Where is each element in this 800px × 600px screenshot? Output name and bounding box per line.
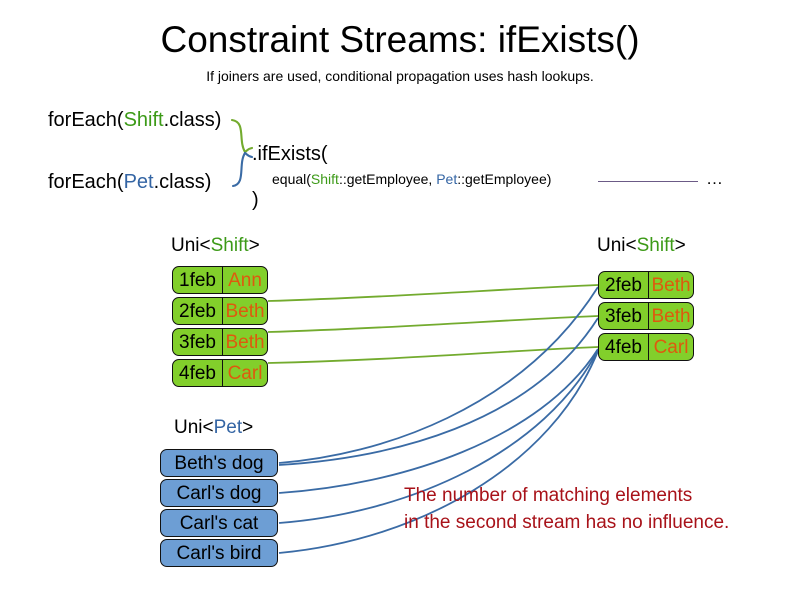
code-close-paren: ) (252, 189, 259, 211)
shift-employee: Beth (225, 331, 265, 353)
code-equal-pet-type: Pet (436, 171, 458, 187)
label-uni-suffix: > (242, 417, 254, 438)
shift-row-left[interactable]: 2feb Beth (172, 297, 268, 325)
page-subtitle: If joiners are used, conditional propaga… (206, 68, 594, 84)
pet-row[interactable]: Beth's dog (160, 449, 278, 477)
pet-label: Beth's dog (174, 452, 264, 474)
label-uni-prefix: Uni< (174, 417, 214, 438)
shift-employee: Beth (225, 300, 265, 322)
label-uni-prefix: Uni< (171, 235, 211, 256)
green-match-wires (267, 284, 599, 364)
pet-row[interactable]: Carl's cat (160, 509, 278, 537)
annotation-line-1: The number of matching elements (404, 485, 693, 506)
label-uni-type: Shift (210, 235, 249, 256)
code-foreach-pet-suffix: .class) (153, 171, 212, 193)
label-uni-shift-right: Uni<Shift> (597, 234, 686, 257)
shift-date: 1feb (173, 267, 223, 293)
shift-row-left[interactable]: 4feb Carl (172, 359, 268, 387)
annotation-line-2: in the second stream has no influence. (404, 512, 730, 533)
code-equal-prefix: equal( (272, 171, 311, 187)
code-ifexists: .ifExists( (252, 143, 328, 165)
shift-employee: Ann (228, 269, 262, 291)
pet-label: Carl's dog (176, 482, 262, 504)
code-foreach-shift: forEach(Shift.class) (48, 108, 221, 132)
pet-row[interactable]: Carl's dog (160, 479, 278, 507)
shift-employee: Carl (227, 362, 263, 384)
shift-row-right[interactable]: 4feb Carl (598, 333, 694, 361)
equal-connector-rule (598, 181, 698, 182)
annotation-note: The number of matching elements in the s… (404, 482, 729, 536)
code-foreach-shift-type: Shift (123, 109, 164, 131)
shift-date: 2feb (599, 272, 649, 298)
code-foreach-shift-suffix: .class) (163, 109, 222, 131)
code-equal-joiner: equal(Shift::getEmployee, Pet::getEmploy… (272, 170, 551, 188)
shift-date: 3feb (599, 303, 649, 329)
pet-label: Carl's cat (179, 512, 259, 534)
shift-employee: Carl (653, 336, 689, 358)
label-uni-type: Pet (213, 417, 243, 438)
shift-date: 2feb (173, 298, 223, 324)
label-uni-suffix: > (674, 235, 686, 256)
code-equal-pet-method: ::getEmployee) (457, 171, 552, 187)
label-uni-prefix: Uni< (597, 235, 637, 256)
code-foreach-pet-prefix: forEach( (48, 171, 124, 193)
label-uni-pet: Uni<Pet> (174, 416, 253, 439)
code-foreach-pet: forEach(Pet.class) (48, 170, 211, 194)
page-title: Constraint Streams: ifExists() (160, 19, 640, 60)
label-uni-type: Shift (636, 235, 675, 256)
shift-row-left[interactable]: 1feb Ann (172, 266, 268, 294)
shift-employee: Beth (651, 305, 691, 327)
label-uni-suffix: > (248, 235, 260, 256)
code-foreach-pet-type: Pet (123, 171, 154, 193)
code-foreach-shift-prefix: forEach( (48, 109, 124, 131)
shift-row-right[interactable]: 3feb Beth (598, 302, 694, 330)
label-uni-shift-left: Uni<Shift> (171, 234, 260, 257)
pet-label: Carl's bird (176, 542, 262, 564)
code-ellipsis: … (706, 169, 723, 188)
shift-employee: Beth (651, 274, 691, 296)
code-equal-shift-type: Shift (310, 171, 339, 187)
shift-date: 4feb (173, 360, 223, 386)
pet-row[interactable]: Carl's bird (160, 539, 278, 567)
code-equal-shift-method: ::getEmployee, (338, 171, 437, 187)
shift-date: 4feb (599, 334, 649, 360)
shift-row-left[interactable]: 3feb Beth (172, 328, 268, 356)
shift-row-right[interactable]: 2feb Beth (598, 271, 694, 299)
shift-date: 3feb (173, 329, 223, 355)
